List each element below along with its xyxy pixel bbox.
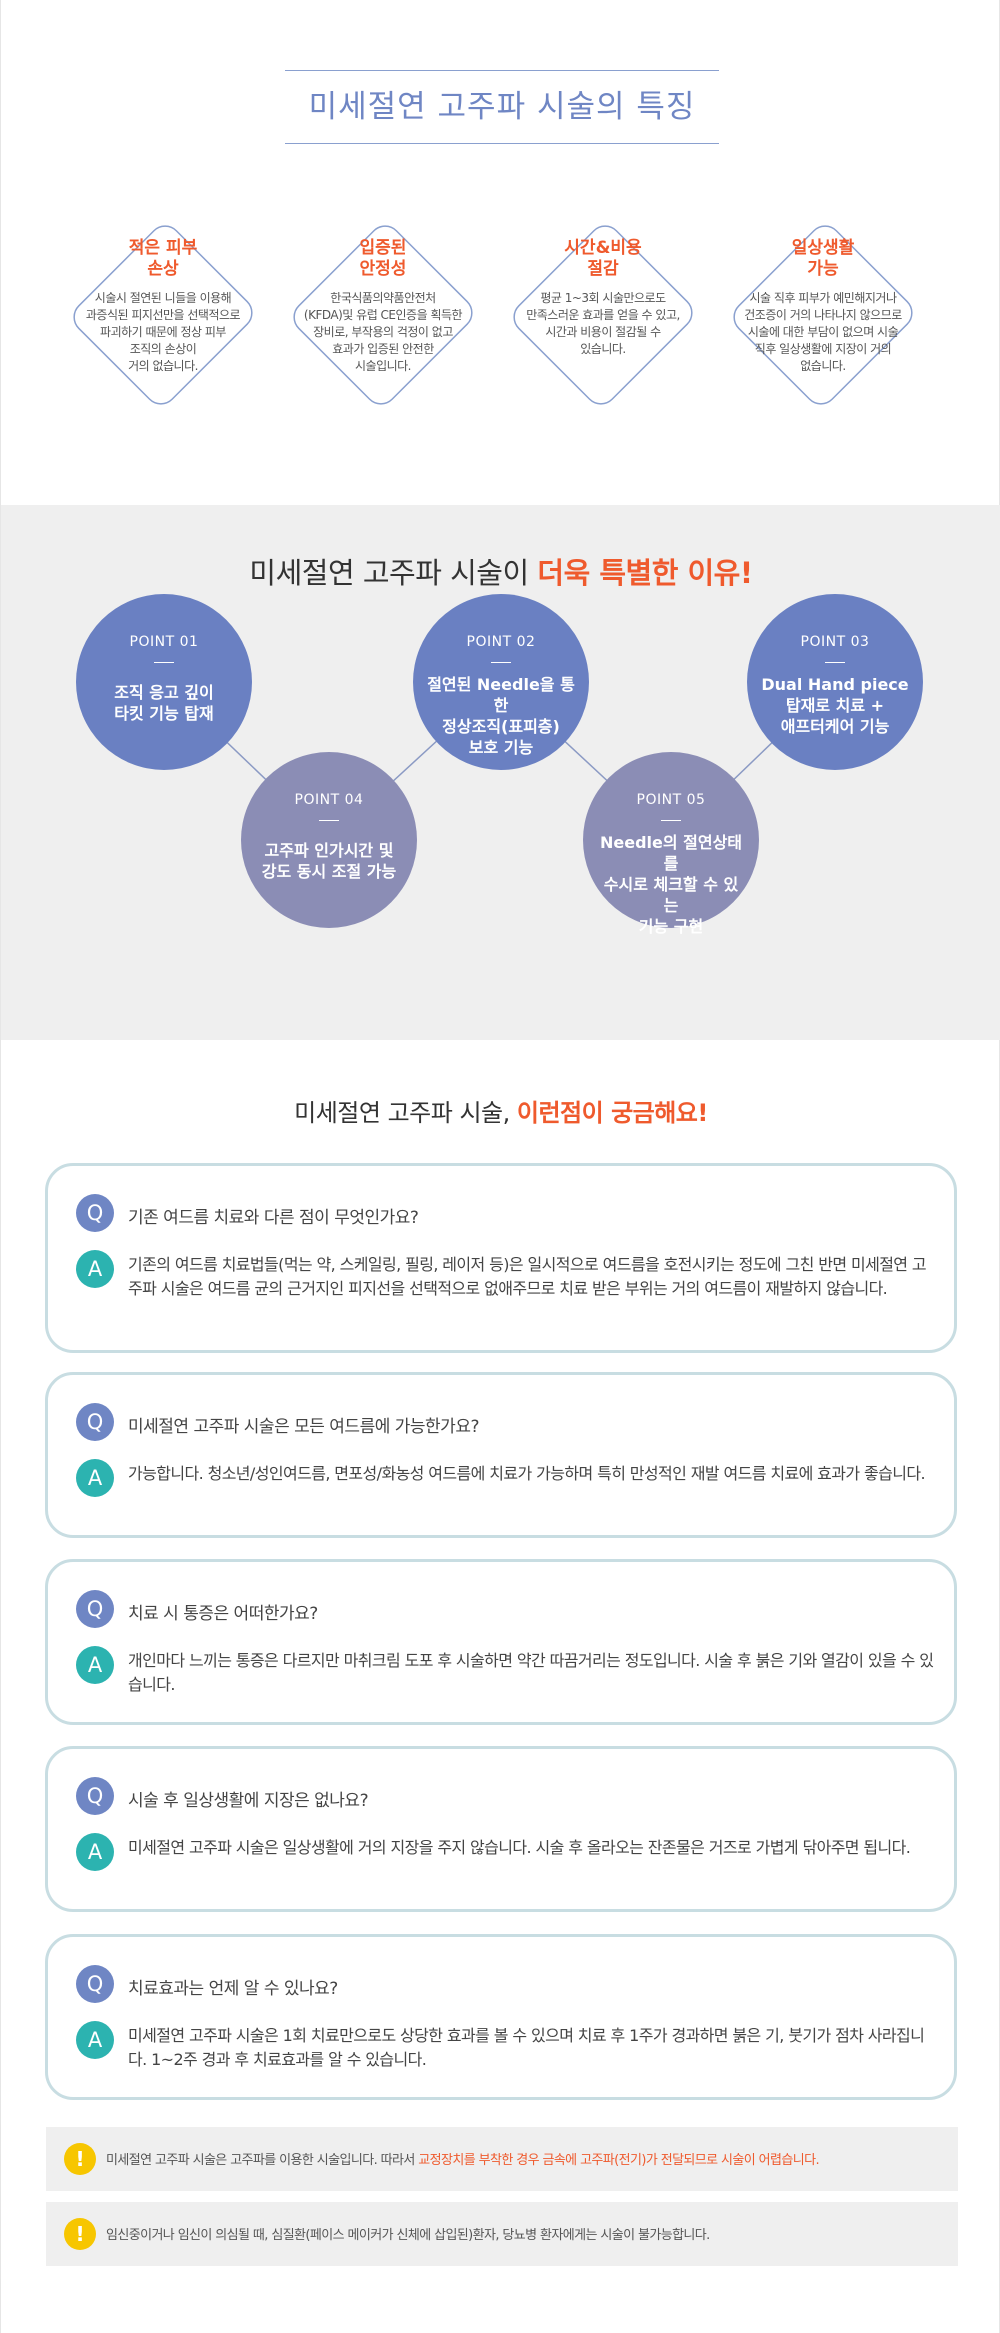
point-text: 조직 응고 깊이 타킷 기능 탑재 <box>114 683 214 723</box>
point-circle-03: POINT 03 Dual Hand piece 탑재로 치료 + 애프터케어 … <box>747 594 923 770</box>
point-circle-02: POINT 02 절연된 Needle을 통한 정상조직(표피층) 보호 기능 <box>413 594 589 770</box>
feature-title: 적은 피부 손상 <box>128 238 198 279</box>
diamond-shape <box>733 225 913 405</box>
faq-question: 미세절연 고주파 시술은 모든 여드름에 가능한가요? <box>128 1417 479 1437</box>
point-text: 절연된 Needle을 통한 정상조직(표피층) 보호 기능 <box>427 675 575 757</box>
notice-text-prefix: 미세절연 고주파 시술은 고주파를 이용한 시술입니다. 따라서 <box>106 2153 419 2168</box>
point-circle-04: POINT 04 고주파 인가시간 및 강도 동시 조절 가능 <box>241 752 417 928</box>
diamond-shape <box>513 225 693 405</box>
feature-card-3: 시간&비용 절감 평균 1~3회 시술만으로도 만족스러운 효과를 얻을 수 있… <box>483 190 723 440</box>
answer-badge: A <box>76 1459 114 1497</box>
point-divider <box>491 662 511 663</box>
notice-text: 임신중이거나 임신이 의심될 때, 심질환(페이스 메이커가 신체에 삽입된)환… <box>106 2228 710 2243</box>
features-title-frame: 미세절연 고주파 시술의 특징 <box>285 70 719 144</box>
faq-question: 치료효과는 언제 알 수 있나요? <box>128 1979 338 1999</box>
point-connector-lines <box>163 681 836 841</box>
point-divider <box>825 662 845 663</box>
feature-card-4: 일상생활 가능 시술 직후 피부가 예민해지거나 건조증이 거의 나타나지 않으… <box>703 190 943 440</box>
feature-desc: 시술시 절연된 니들을 이용해 과증식된 피지선만을 선택적으로 파괴하기 때문… <box>85 291 241 373</box>
faq-item-3: Q 치료 시 통증은 어떠한가요? A 개인마다 느끼는 통증은 다르지만 마취… <box>45 1559 957 1725</box>
question-badge: Q <box>76 1965 114 2003</box>
exclamation-icon: ! <box>64 2143 96 2175</box>
point-circle-01: POINT 01 조직 응고 깊이 타킷 기능 탑재 <box>76 594 252 770</box>
feature-card-2: 입증된 안정성 한국식품의약품안전처 (KFDA)및 유럽 CE인증을 획득한 … <box>263 190 503 440</box>
exclamation-icon: ! <box>64 2218 96 2250</box>
point-divider <box>661 820 681 821</box>
feature-title: 입증된 안정성 <box>359 238 407 279</box>
point-label: POINT 04 <box>294 792 364 808</box>
points-section: 미세절연 고주파 시술이 더욱 특별한 이유! POINT 01 조직 응고 깊… <box>1 505 1000 1040</box>
point-label: POINT 01 <box>129 634 199 650</box>
points-title: 미세절연 고주파 시술이 더욱 특별한 이유! <box>1 550 1000 592</box>
question-badge: Q <box>76 1194 114 1232</box>
point-label: POINT 03 <box>800 634 870 650</box>
faq-item-5: Q 치료효과는 언제 알 수 있나요? A 미세절연 고주파 시술은 1회 치료… <box>45 1934 957 2100</box>
faq-answer: 미세절연 고주파 시술은 일상생활에 거의 지장을 주지 않습니다. 시술 후 … <box>128 1838 911 1857</box>
faq-title-prefix: 미세절연 고주파 시술, <box>294 1099 517 1127</box>
point-label: POINT 02 <box>466 634 536 650</box>
diamond-shape <box>293 225 473 405</box>
feature-title: 시간&비용 절감 <box>564 238 642 279</box>
faq-question: 치료 시 통증은 어떠한가요? <box>128 1604 318 1624</box>
faq-question: 시술 후 일상생활에 지장은 없나요? <box>128 1791 369 1811</box>
feature-desc: 시술 직후 피부가 예민해지거나 건조증이 거의 나타나지 않으므로 시술에 대… <box>744 291 902 373</box>
point-text: Needle의 절연상태를 수시로 체크할 수 있는 기능 구현 <box>599 833 743 936</box>
point-text: Dual Hand piece 탑재로 치료 + 애프터케어 기능 <box>761 675 909 736</box>
faq-answer: 기존의 여드름 치료법들(먹는 약, 스케일링, 필링, 레이저 등)은 일시적… <box>128 1255 927 1298</box>
point-divider <box>154 662 174 663</box>
feature-card-1: 적은 피부 손상 시술시 절연된 니들을 이용해 과증식된 피지선만을 선택적으… <box>43 190 283 440</box>
answer-badge: A <box>76 1646 114 1684</box>
point-divider <box>319 820 339 821</box>
faq-item-4: Q 시술 후 일상생활에 지장은 없나요? A 미세절연 고주파 시술은 일상생… <box>45 1746 957 1912</box>
question-badge: Q <box>76 1590 114 1628</box>
notice-braces: ! 미세절연 고주파 시술은 고주파를 이용한 시술입니다. 따라서 교정장치를… <box>46 2127 958 2191</box>
answer-badge: A <box>76 1833 114 1871</box>
faq-item-2: Q 미세절연 고주파 시술은 모든 여드름에 가능한가요? A 가능합니다. 청… <box>45 1372 957 1538</box>
notice-pregnancy: ! 임신중이거나 임신이 의심될 때, 심질환(페이스 메이커가 신체에 삽입된… <box>46 2202 958 2266</box>
features-title: 미세절연 고주파 시술의 특징 <box>308 89 696 125</box>
question-badge: Q <box>76 1403 114 1441</box>
feature-desc: 한국식품의약품안전처 (KFDA)및 유럽 CE인증을 획득한 장비로, 부작용… <box>303 291 463 373</box>
point-label: POINT 05 <box>636 792 706 808</box>
feature-desc: 평균 1~3회 시술만으로도 만족스러운 효과를 얻을 수 있고, 시간과 비용… <box>526 291 680 356</box>
faq-title: 미세절연 고주파 시술, 이런점이 궁금해요! <box>1 1093 1000 1128</box>
question-badge: Q <box>76 1777 114 1815</box>
answer-badge: A <box>76 2021 114 2059</box>
faq-item-1: Q 기존 여드름 치료와 다른 점이 무엇인가요? A 기존의 여드름 치료법들… <box>45 1163 957 1353</box>
diamond-shape <box>73 225 253 405</box>
faq-answer: 가능합니다. 청소년/성인여드름, 면포성/화농성 여드름에 치료가 가능하며 … <box>128 1464 926 1483</box>
faq-question: 기존 여드름 치료와 다른 점이 무엇인가요? <box>128 1208 419 1228</box>
faq-title-accent: 이런점이 궁금해요! <box>516 1099 708 1127</box>
notice-highlight: 교정장치를 부착한 경우 금속에 고주파(전기)가 전달되므로 시술이 어렵습니… <box>418 2153 819 2168</box>
point-text: 고주파 인가시간 및 강도 동시 조절 가능 <box>261 841 397 881</box>
points-title-accent: 더욱 특별한 이유! <box>537 556 753 590</box>
points-title-prefix: 미세절연 고주파 시술이 <box>249 556 538 590</box>
faq-answer: 미세절연 고주파 시술은 1회 치료만으로도 상당한 효과를 볼 수 있으며 치… <box>128 2026 925 2069</box>
notice-text: 미세절연 고주파 시술은 고주파를 이용한 시술입니다. 따라서 교정장치를 부… <box>106 2149 946 2168</box>
point-circle-05: POINT 05 Needle의 절연상태를 수시로 체크할 수 있는 기능 구… <box>583 752 759 936</box>
answer-badge: A <box>76 1250 114 1288</box>
feature-title: 일상생활 가능 <box>791 238 855 279</box>
faq-answer: 개인마다 느끼는 통증은 다르지만 마취크림 도포 후 시술하면 약간 따끔거리… <box>128 1651 934 1694</box>
